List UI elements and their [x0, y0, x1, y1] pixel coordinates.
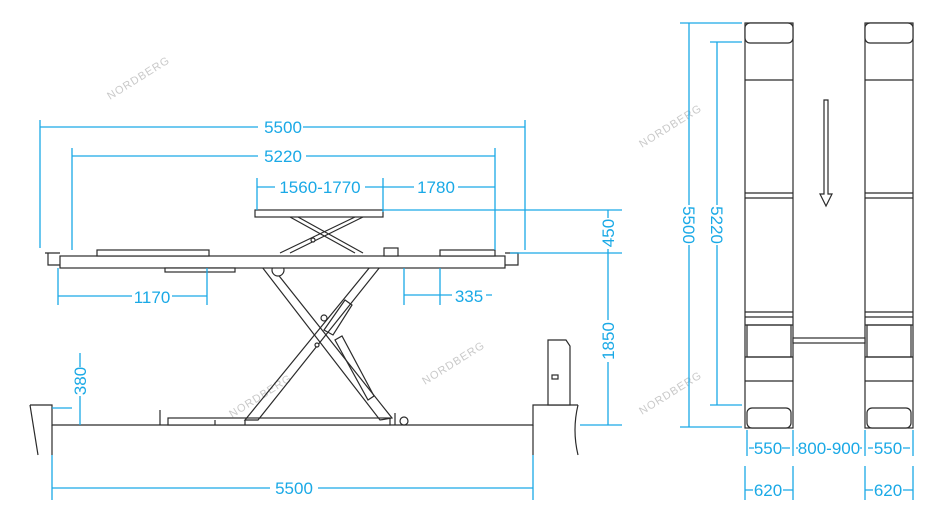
- dim-max-height: 1850: [599, 322, 618, 360]
- cross-bar: [792, 337, 866, 344]
- watermark: NORDBERG: [637, 369, 704, 417]
- dim-rail-width-right: 550: [874, 439, 902, 458]
- dim-plan-overall-length: 5500: [679, 206, 698, 244]
- dim-rail-gap: 800-900: [798, 439, 860, 458]
- dim-platform-length: 5220: [264, 147, 302, 166]
- dim-rail-outer-left: 620: [754, 481, 782, 500]
- direction-arrow-icon: [819, 99, 833, 208]
- dim-min-height: 380: [71, 367, 90, 395]
- control-console: [547, 339, 571, 406]
- dim-rail-outer-right: 620: [874, 481, 902, 500]
- main-platform: [59, 255, 506, 269]
- dim-jack-height: 450: [599, 219, 618, 247]
- right-rail: [864, 22, 914, 429]
- dim-plan-platform-length: 5220: [707, 206, 726, 244]
- watermark: NORDBERG: [227, 372, 294, 420]
- jack-platform: [254, 209, 384, 218]
- dim-overall-length: 5500: [264, 118, 302, 137]
- left-rail: [744, 22, 794, 429]
- dim-jack-range: 1560-1770: [279, 178, 360, 197]
- watermark: NORDBERG: [105, 54, 172, 102]
- dim-base-length: 5500: [275, 479, 313, 498]
- side-view: 5500 5220 1560-1770 1780 450 1850 1170 3…: [29, 118, 622, 500]
- dim-rear-offset: 335: [455, 287, 483, 306]
- base-frame: [167, 417, 391, 426]
- watermark: NORDBERG: [420, 339, 487, 387]
- dim-rail-width-left: 550: [754, 439, 782, 458]
- watermark: NORDBERG: [637, 102, 704, 150]
- dim-jack-offset: 1780: [417, 178, 455, 197]
- pit-walls: [29, 404, 579, 456]
- dim-front-offset: 1170: [134, 288, 171, 307]
- plan-view: 5500 5220 550 800-900 550 620 620: [679, 22, 914, 500]
